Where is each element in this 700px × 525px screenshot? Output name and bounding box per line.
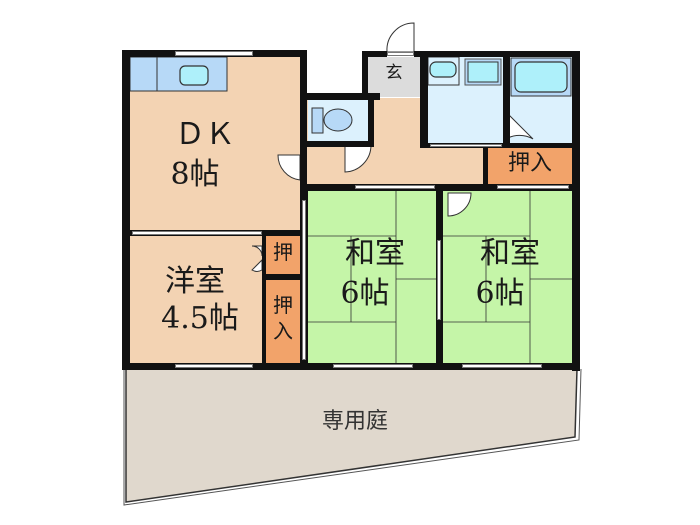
wall-toilet-right	[368, 93, 374, 145]
closet-tall-label: 押 入	[273, 293, 293, 343]
wall-wash-bath	[503, 51, 510, 148]
window-western-bottom	[175, 364, 253, 368]
window-wash-bottom	[430, 144, 502, 147]
washitsu-right-label: 和室	[480, 236, 540, 271]
wall-western-right	[262, 230, 266, 368]
wall-entrance-left	[362, 52, 368, 100]
western-room	[130, 236, 262, 363]
window-dk-bottom	[132, 231, 262, 235]
closet-top-right-label: 押入	[507, 151, 552, 176]
window-entrance-door	[387, 52, 414, 56]
western-label: 洋室	[165, 264, 225, 299]
washitsu-left-size: 6帖	[340, 276, 390, 311]
wall-entrance-right	[420, 51, 428, 148]
closet-tall	[266, 280, 300, 363]
closet-small	[266, 236, 300, 274]
wall-toilet-bottom	[300, 141, 374, 147]
washitsu-left	[308, 191, 436, 363]
western-size: 4.5帖	[161, 301, 239, 336]
wall-closet-divider	[262, 274, 307, 280]
wall-dk-right	[300, 50, 307, 190]
closet-top-right	[488, 147, 572, 184]
washitsu-left-label: 和室	[345, 236, 405, 271]
sliding-closet-right	[302, 200, 306, 360]
garden-label: 専用庭	[321, 409, 388, 434]
window-hall-left	[355, 185, 435, 189]
washitsu-right-size: 6帖	[475, 276, 525, 311]
entrance-label: 玄	[385, 63, 403, 83]
wall-toilet-top	[300, 93, 380, 100]
dk-label: ＤＫ	[175, 117, 235, 152]
window-washitsu-right-bottom	[462, 364, 542, 368]
closet-small-label: 押	[273, 240, 293, 264]
sliding-washitsu-divider	[437, 240, 441, 320]
window-hall-right	[497, 185, 569, 189]
entrance-room	[368, 57, 420, 97]
dk-size: 8帖	[170, 157, 220, 192]
wall-outer-left	[122, 50, 130, 370]
wall-entrance-top-r	[414, 51, 579, 57]
wall-outer-right	[572, 51, 580, 371]
washitsu-right	[443, 191, 572, 363]
wall-closet-left	[483, 143, 488, 186]
wall-entrance-top	[362, 51, 387, 57]
window-washitsu-left-bottom	[333, 364, 413, 368]
window-dk-top	[175, 51, 253, 56]
